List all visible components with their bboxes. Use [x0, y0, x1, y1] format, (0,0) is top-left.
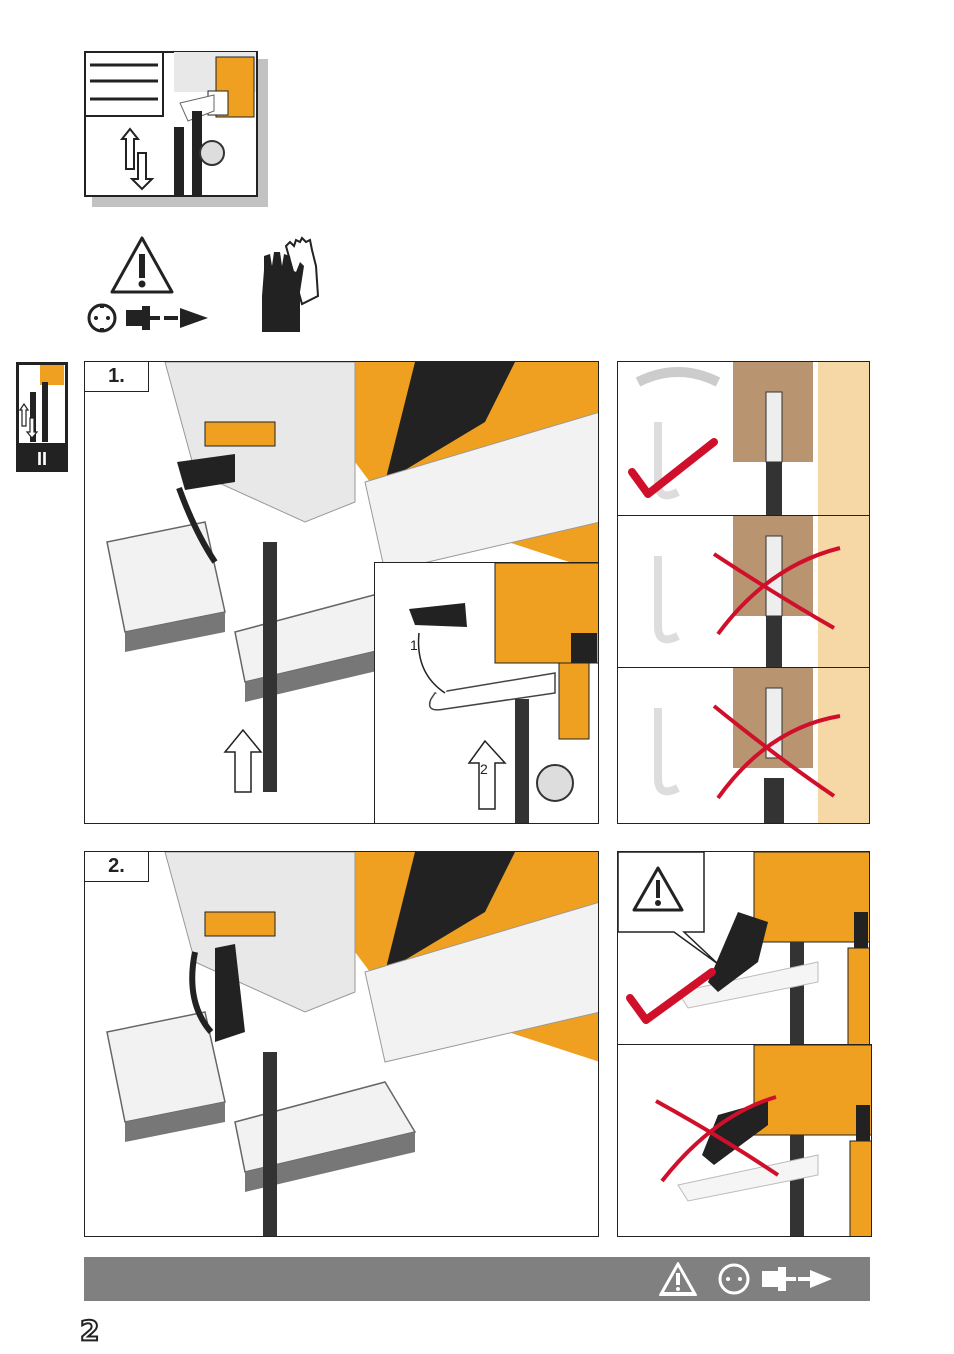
step-2-illustration: 2. — [84, 851, 599, 1237]
protective-gloves-icon — [256, 236, 322, 336]
blade-wrong-panel-2 — [617, 667, 870, 824]
section-tab: II — [16, 362, 68, 472]
step-1-inset: 1 2 — [374, 562, 599, 824]
warning-triangle-icon — [660, 1263, 696, 1295]
warning-unplug-group — [84, 234, 214, 334]
blade-thumbnail — [84, 51, 274, 211]
warning-triangle-icon — [112, 238, 172, 292]
unplug-before-work-icon — [720, 1265, 832, 1293]
callout-1: 1 — [410, 637, 418, 653]
page-number: 2 — [80, 1314, 99, 1347]
step-2-label: 2. — [85, 852, 149, 882]
step-1-illustration: 1. 1 2 — [84, 361, 599, 824]
footer-warning-bar — [84, 1257, 870, 1301]
blade-correct-panel — [617, 361, 870, 516]
step-1-label: 1. — [85, 362, 149, 392]
callout-2: 2 — [480, 761, 488, 777]
lever-wrong-panel — [617, 1044, 872, 1237]
blade-tab-illustration — [16, 362, 68, 446]
checkmark-icon — [632, 442, 714, 494]
blade-wrong-panel-1 — [617, 515, 870, 668]
unplug-before-work-icon — [89, 304, 208, 332]
arrow-up-icon — [225, 730, 261, 792]
section-tab-label: II — [16, 446, 68, 472]
lever-correct-panel — [617, 851, 870, 1045]
